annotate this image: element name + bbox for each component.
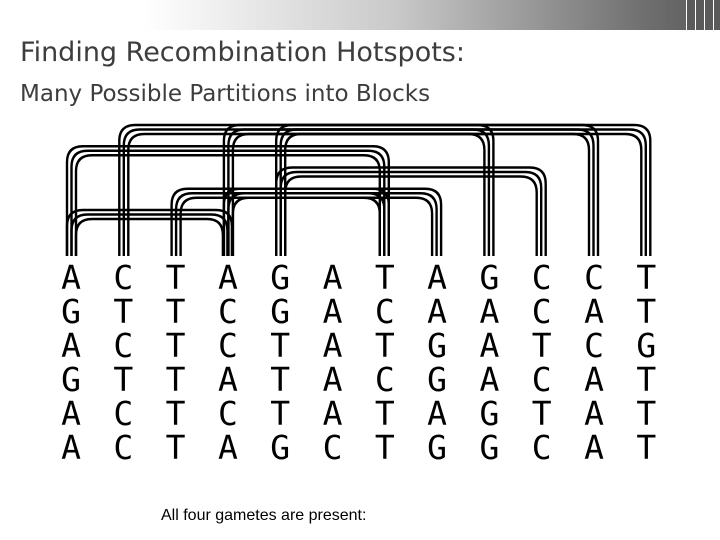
nucleotide: A xyxy=(61,258,81,297)
nucleotide: T xyxy=(636,394,657,433)
nucleotide: G xyxy=(479,394,500,433)
nucleotide: C xyxy=(217,326,238,365)
nucleotide: A xyxy=(217,258,238,297)
nucleotide: C xyxy=(374,292,395,331)
nucleotide: G xyxy=(479,258,500,297)
header-stripes xyxy=(686,0,720,30)
nucleotide: G xyxy=(270,258,291,297)
slide-caption: All four gametes are present: xyxy=(161,507,367,524)
nucleotide: T xyxy=(270,326,291,365)
nucleotide: A xyxy=(584,428,604,467)
nucleotide: T xyxy=(374,394,395,433)
nucleotide: T xyxy=(165,428,186,467)
nucleotide: G xyxy=(479,428,500,467)
nucleotide: C xyxy=(531,428,552,467)
nucleotide: A xyxy=(322,394,343,433)
nucleotide: T xyxy=(636,292,657,331)
nucleotide: G xyxy=(270,428,291,467)
nucleotide: T xyxy=(374,428,395,467)
nucleotide: A xyxy=(322,326,343,365)
nucleotide: T xyxy=(636,428,657,467)
nucleotide: A xyxy=(479,360,500,399)
nucleotide: G xyxy=(427,428,448,467)
nucleotide: A xyxy=(217,428,238,467)
nucleotide: A xyxy=(584,360,604,399)
nucleotide: A xyxy=(427,292,448,331)
nucleotide: T xyxy=(636,360,657,399)
partition-arc xyxy=(65,208,234,256)
nucleotide: T xyxy=(531,326,552,365)
nucleotide: A xyxy=(61,428,81,467)
slide-title: Finding Recombination Hotspots: xyxy=(20,37,465,68)
nucleotide: C xyxy=(584,258,604,297)
slide-header-bar xyxy=(0,0,720,30)
partition-arc xyxy=(275,166,547,256)
nucleotide: T xyxy=(636,258,657,297)
nucleotide: A xyxy=(61,394,81,433)
nucleotide: A xyxy=(217,360,238,399)
nucleotide: A xyxy=(479,326,500,365)
nucleotide: C xyxy=(217,394,238,433)
nucleotide: A xyxy=(584,394,604,433)
nucleotide: T xyxy=(374,326,395,365)
nucleotide: T xyxy=(165,292,186,331)
nucleotide: A xyxy=(584,292,604,331)
nucleotide: G xyxy=(427,326,448,365)
nucleotide: T xyxy=(113,360,134,399)
partition-arc xyxy=(275,123,652,256)
nucleotide: C xyxy=(584,326,604,365)
nucleotide: T xyxy=(165,258,186,297)
nucleotide: G xyxy=(270,292,291,331)
nucleotide: C xyxy=(322,428,343,467)
nucleotide: T xyxy=(165,326,186,365)
partition-arc xyxy=(222,187,443,256)
nucleotide: G xyxy=(61,292,81,331)
nucleotide: A xyxy=(322,258,343,297)
nucleotide: G xyxy=(636,326,657,365)
nucleotide: T xyxy=(270,360,291,399)
nucleotide: C xyxy=(113,394,134,433)
nucleotide: A xyxy=(61,326,81,365)
nucleotide: C xyxy=(113,428,134,467)
nucleotide: G xyxy=(427,360,448,399)
nucleotide: T xyxy=(113,292,134,331)
nucleotide: G xyxy=(61,360,81,399)
nucleotide: T xyxy=(374,258,395,297)
slide-subtitle: Many Possible Partitions into Blocks xyxy=(20,81,431,107)
nucleotide: A xyxy=(322,292,343,331)
nucleotide: A xyxy=(322,360,343,399)
nucleotide: T xyxy=(165,360,186,399)
nucleotide: C xyxy=(531,292,552,331)
nucleotide: T xyxy=(165,394,186,433)
nucleotide: A xyxy=(427,394,448,433)
nucleotide: C xyxy=(531,258,552,297)
nucleotide: C xyxy=(113,326,134,365)
nucleotide: A xyxy=(479,292,500,331)
nucleotide: T xyxy=(531,394,552,433)
nucleotide: T xyxy=(270,394,291,433)
nucleotide: A xyxy=(427,258,448,297)
nucleotide: C xyxy=(374,360,395,399)
nucleotide: C xyxy=(531,360,552,399)
nucleotide: C xyxy=(217,292,238,331)
nucleotide: C xyxy=(113,258,134,297)
